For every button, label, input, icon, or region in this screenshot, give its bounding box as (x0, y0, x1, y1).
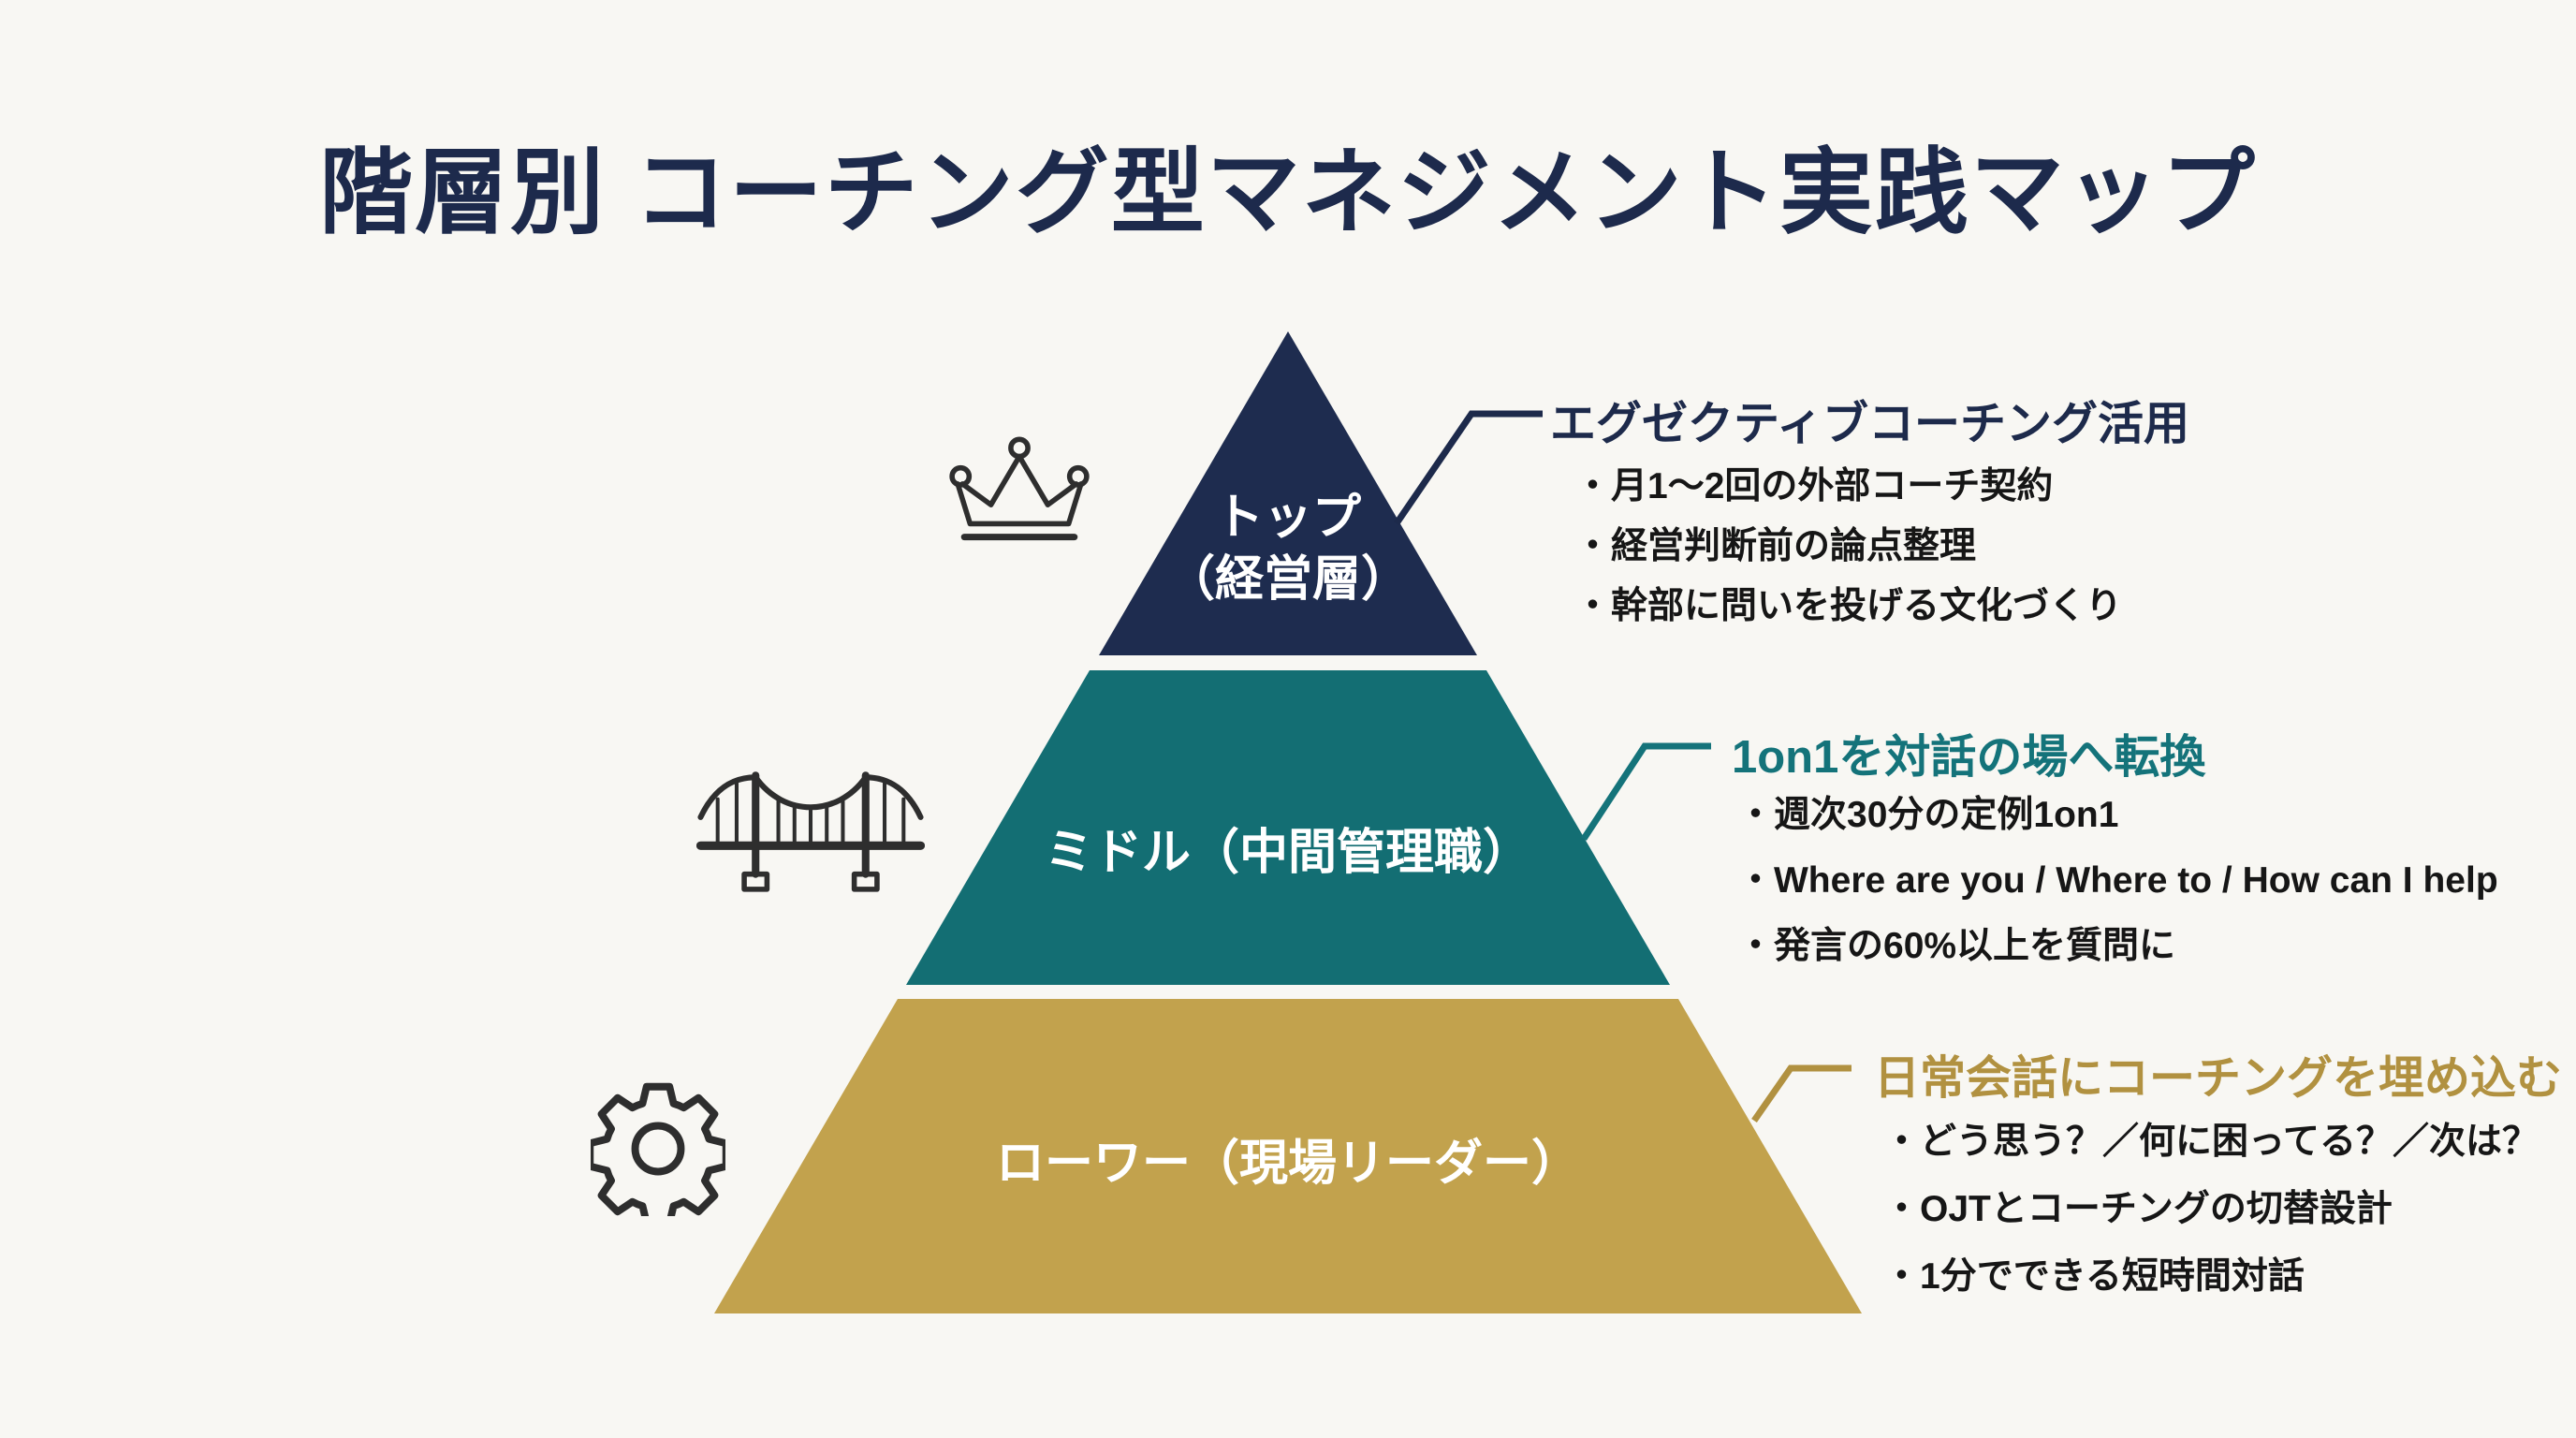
top-annotation-heading: エグゼクティブコーチング活用 (1550, 399, 2190, 449)
middle-annotation-list: ・週次30分の定例1on1 ・Where are you / Where to … (1737, 783, 2498, 979)
middle-annotation-bullet-2: ・Where are you / Where to / How can I he… (1737, 860, 2498, 901)
lower-annotation-bullet-2: ・OJTとコーチングの切替設計 (1883, 1189, 2393, 1229)
gear-icon (591, 1082, 725, 1216)
middle-layer-label: ミドル（中間管理職） (1044, 826, 1532, 880)
bridge-icon (696, 771, 925, 892)
top-annotation-bullet-1: ・月1〜2回の外部コーチ契約 (1574, 466, 2054, 506)
top-annotation-bullet-3: ・幹部に問いを投げる文化づくり (1574, 586, 2123, 626)
page-title: 階層別 コーチング型マネジメント実践マップ (319, 140, 2257, 245)
pyramid-top-layer (1099, 331, 1477, 655)
lower-annotation-list: ・どう思う？／何に困ってる？／次は？ ・OJTとコーチングの切替設計 ・1分でで… (1883, 1108, 2539, 1311)
middle-annotation-bullet-1: ・週次30分の定例1on1 (1737, 795, 2119, 835)
top-layer-label: トップ （経営層） (1166, 487, 1410, 610)
lower-annotation-heading: 日常会話にコーチングを埋め込む (1874, 1053, 2563, 1104)
pyramid-lower-layer (714, 999, 1862, 1313)
top-layer-label-line1: トップ (1214, 491, 1362, 545)
top-annotation-list: ・月1〜2回の外部コーチ契約 ・経営判断前の論点整理 ・幹部に問いを投げる文化づ… (1574, 457, 2122, 637)
connector-top-line (1394, 410, 1543, 525)
lower-layer-label: ローワー（現場リーダー） (995, 1137, 1581, 1191)
connector-lower-line (1751, 1064, 1852, 1123)
middle-annotation-heading: 1on1を対話の場へ転換 (1732, 732, 2206, 783)
middle-annotation-bullet-3: ・発言の60%以上を質問に (1737, 926, 2176, 966)
lower-annotation-bullet-1: ・どう思う？／何に困ってる？／次は？ (1883, 1122, 2539, 1162)
crown-icon (949, 436, 1090, 541)
connector-middle-line (1581, 742, 1711, 841)
top-layer-label-line2: （経営層） (1165, 552, 1411, 607)
top-annotation-bullet-2: ・経営判断前の論点整理 (1574, 526, 1977, 566)
pyramid-middle-layer (906, 670, 1670, 985)
lower-annotation-bullet-3: ・1分でできる短時間対話 (1883, 1256, 2305, 1297)
